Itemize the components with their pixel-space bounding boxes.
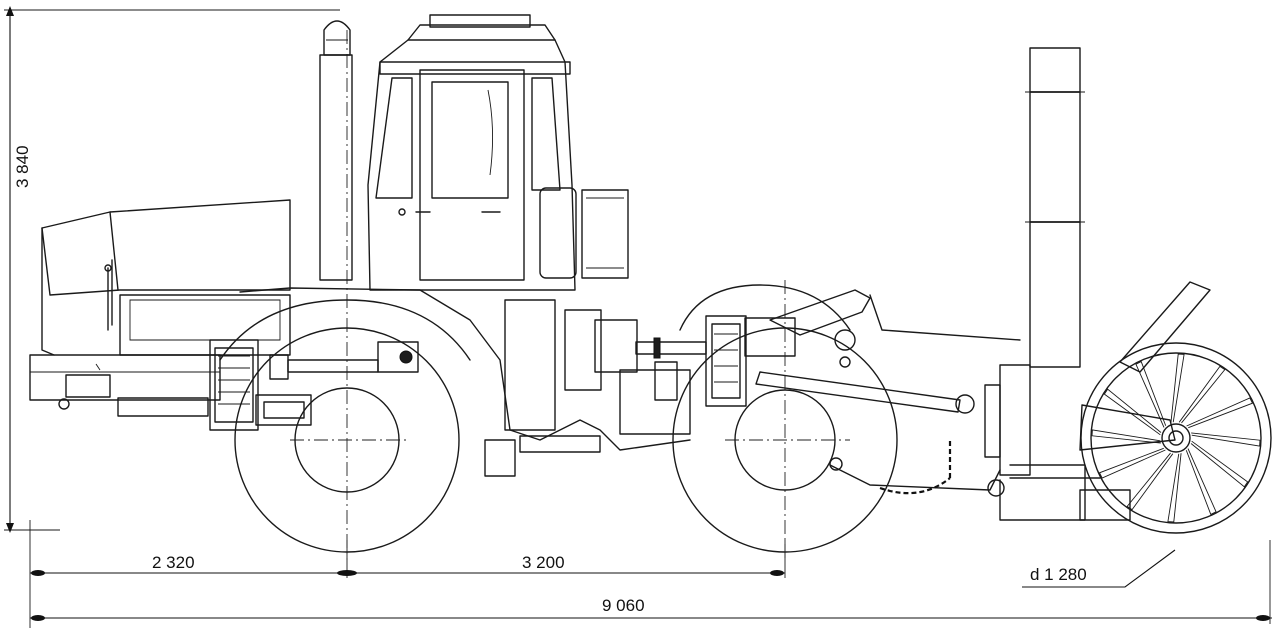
overall-height-label: 3 840: [13, 145, 32, 188]
snowblower-frame: [984, 364, 1131, 521]
wheelbase-label: 3 200: [522, 553, 565, 572]
rotor-spoke: [1190, 440, 1249, 488]
overall-length-label: 9 060: [602, 596, 645, 615]
rotor-spoke: [1103, 388, 1162, 436]
rotor-housing: [1079, 281, 1211, 451]
chassis-frame: [239, 287, 691, 477]
rotor-diameter-label: d 1 280: [1030, 565, 1087, 584]
rotor-spoke: [1098, 447, 1166, 479]
rear-wheel: [672, 284, 898, 553]
axle-center-lines: [290, 30, 850, 560]
snowblower-rotor: [1080, 342, 1272, 534]
hitch-top-link: [769, 289, 1021, 368]
front-gearbox: [209, 339, 312, 431]
rotor-spoke: [1167, 453, 1182, 523]
engine-hood: [41, 199, 291, 356]
front-overhang-label: 2 320: [152, 553, 195, 572]
rotor-spoke: [1185, 448, 1217, 516]
rotor-spoke: [1186, 397, 1254, 429]
rotor-spoke: [1178, 365, 1226, 424]
exhaust-pipe: [319, 20, 353, 281]
rotor-spoke: [1126, 452, 1174, 511]
rear-gearbox: [705, 315, 796, 407]
safety-chain: [879, 440, 952, 495]
rotor-spoke: [1091, 429, 1161, 444]
front-wheel: [219, 299, 471, 553]
front-drive-shaft: [269, 341, 419, 380]
rotor-spoke: [1135, 360, 1167, 428]
hitch-lower-link: [755, 371, 1005, 497]
cab: [367, 14, 576, 291]
rotor-spoke: [1170, 353, 1185, 423]
cab-side-tanks: [539, 187, 629, 279]
dimension-lines: [4, 6, 1272, 628]
center-drive-shaft: [594, 319, 707, 373]
rotor-spoke: [1191, 432, 1261, 447]
discharge-chute: [1025, 47, 1085, 368]
front-frame: [29, 354, 221, 417]
